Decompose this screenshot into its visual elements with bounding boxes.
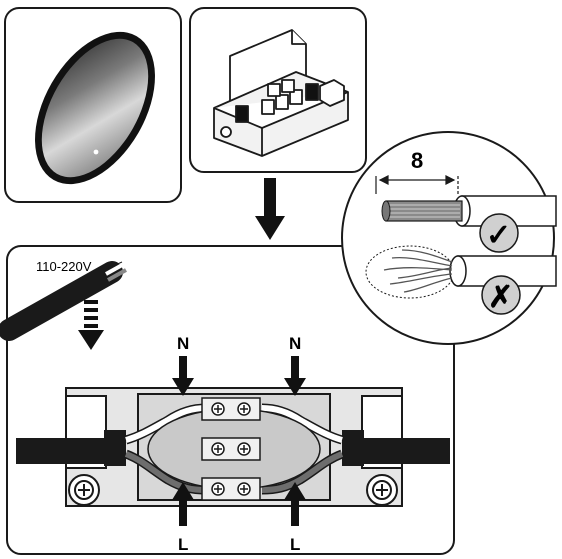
neutral-arrow-left [172, 356, 194, 396]
neutral-label-right: N [289, 334, 301, 353]
junction-box-icon [213, 29, 349, 157]
check-mark: ✓ [486, 219, 511, 252]
mirror-panel [4, 7, 182, 203]
round-mirror-icon [35, 31, 155, 185]
strip-length-value: 8 [411, 148, 423, 173]
live-label-left: L [178, 535, 188, 554]
mounting-screw-left [68, 474, 100, 506]
terminal-block-neutral [201, 397, 261, 421]
mounting-screw-right [366, 474, 398, 506]
cross-mark-icon [481, 275, 521, 315]
strip-length-dimension [375, 175, 459, 194]
live-arrow-right [284, 482, 306, 526]
correct-strip-wire [381, 195, 557, 227]
live-arrow-left [172, 482, 194, 526]
supply-voltage-label: 110-220V [36, 259, 92, 274]
strip-detail-circle: 8 ✓ ✗ [341, 131, 557, 345]
neutral-label-left: N [177, 334, 189, 353]
wiring-panel: 110-220V [0, 245, 455, 555]
junction-box-panel [189, 7, 367, 173]
cross-mark: ✗ [488, 281, 513, 314]
live-wires [124, 449, 344, 495]
incorrect-strip-wire [365, 245, 557, 299]
terminal-block-live [201, 477, 261, 501]
neutral-arrow-right [284, 356, 306, 396]
terminal-block-earth [201, 437, 261, 461]
live-label-right: L [290, 535, 300, 554]
touch-sensor-icon [93, 149, 99, 155]
supply-cable [0, 261, 127, 341]
external-cables [16, 430, 450, 466]
insert-arrow-icon [78, 300, 104, 350]
check-mark-icon [479, 213, 519, 253]
neutral-wires [124, 403, 344, 445]
down-arrow-icon [255, 178, 285, 240]
